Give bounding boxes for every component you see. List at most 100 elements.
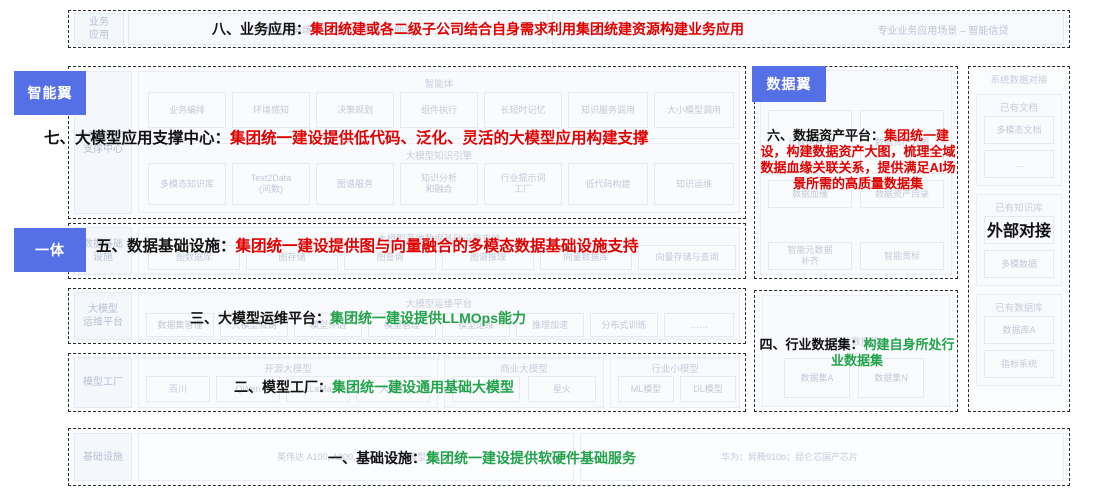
opensource-model-tile-3: 大模型	[356, 376, 430, 402]
business-scene-2: 专业业务应用场景 – 智能信贷	[552, 13, 1064, 45]
data-infra-tile-1: 图存储	[246, 245, 338, 270]
llmops-tile-5: 推理加速	[516, 313, 584, 337]
agent-tile-2: 决策规划	[316, 92, 394, 128]
business-scene-1-label: 通用业务场景 -- 企业内部办公助手	[261, 25, 415, 37]
opensource-model-tile-0: 百川	[146, 376, 210, 402]
annotation-app-support-center-index: 七、	[44, 130, 76, 147]
badge-data-wing: 数据翼	[752, 66, 826, 102]
annotation-data-asset-platform: 六、数据资产平台：集团统一建设，构建数据资产大图，梳理全域数据血缘关联关系，提供…	[758, 128, 958, 191]
annotation-llmops-head: 大模型运维平台：	[218, 310, 330, 326]
annotation-industry-dataset-emphasis: 构建自身所处行业数据集	[830, 337, 955, 368]
annotation-business-app-head: 业务应用：	[240, 21, 310, 37]
annotation-industry-dataset-head: 行业数据集：	[785, 337, 864, 352]
annotation-llmops-index: 三、	[190, 310, 218, 326]
badge-one-body: 一体	[14, 228, 86, 272]
existing-docs-group-title: 已有文档	[999, 103, 1038, 114]
badge-intelligent-wing: 智能翼	[14, 71, 86, 115]
opensource-model-tile-2: LLaMa	[286, 376, 350, 402]
annotation-data-asset-platform-index: 六、	[766, 128, 793, 143]
knowledge-tile-2: 图谱服务	[316, 163, 394, 205]
data-infra-tile-3: 图谱推理	[442, 245, 534, 270]
data-infra-group-title: 大模型落地数据基础设施支持	[377, 234, 501, 245]
annotation-infrastructure-emphasis: 集团统一建设提供软硬件基础服务	[426, 450, 636, 466]
annotation-model-factory-emphasis: 集团统一建设通用基础大模型	[332, 379, 514, 395]
annotation-infrastructure-index: 一、	[328, 450, 356, 466]
llmops-tile-6: 分布式训练	[590, 313, 658, 337]
annotation-business-app: 八、业务应用：集团统建或各二级子公司结合自身需求利用集团统建资源构建业务应用	[212, 21, 744, 38]
annotation-app-support-center-head: 大模型应用支撑中心：	[75, 130, 231, 147]
infrastructure-tile-1: 华为：昇腾910b；昆仑芯国产芯片	[580, 433, 1064, 481]
commercial-model-group-title: 商业大模型	[500, 364, 548, 375]
annotation-data-infra-index: 五、	[96, 238, 128, 255]
opensource-model-tile-1: QWen	[216, 376, 280, 402]
knowledge-tile-6: 知识运维	[654, 163, 734, 205]
industry-small-model-tile-1: DL模型	[680, 376, 736, 402]
agent-group-title: 智能体	[424, 79, 454, 90]
annotation-business-app-index: 八、	[212, 21, 240, 37]
row-label-infrastructure: 基础设施	[74, 433, 132, 481]
agent-tile-6: 大小模型调用	[654, 92, 734, 128]
row-label-business-app: 业务 应用	[74, 13, 124, 45]
knowledge-tile-0: 多模态知识库	[148, 163, 226, 205]
annotation-app-support-center-emphasis: 集团统一建设提供低代码、泛化、灵活的大模型应用构建支撑	[230, 130, 649, 147]
system-docking-title: 系统数据对接	[990, 75, 1048, 86]
data-asset-tile-4: 智能元数据 补齐	[768, 242, 852, 270]
annotation-infrastructure-head: 基础设施：	[356, 450, 426, 466]
data-asset-tile-3: 数据资产目录	[860, 180, 944, 208]
agent-tile-0: 业务编排	[148, 92, 226, 128]
llmops-group-title: 大模型运维平台	[405, 299, 473, 310]
industry-small-model-group-title: 行业小模型	[651, 364, 699, 375]
data-asset-tile-0: 元数据管理	[768, 110, 852, 174]
existing-docs-tile-0: 多模态文档	[984, 116, 1054, 144]
existing-db-tile-1: 指标系统	[984, 350, 1054, 378]
annotation-model-factory-index: 二、	[234, 379, 262, 395]
annotation-data-infra-head: 数据基础设施：	[127, 238, 236, 255]
data-asset-tile-1: 数据资产大图	[860, 110, 944, 174]
data-infra-tile-0: 图数据库	[148, 245, 240, 270]
industry-dataset-tile-0: 数据集A	[784, 358, 850, 398]
annotation-industry-dataset: 四、行业数据集：构建自身所处行业数据集	[758, 337, 956, 369]
agent-tile-1: 环境感知	[232, 92, 310, 128]
llmops-tile-2: 模型评估	[294, 313, 362, 337]
existing-kb-group-title: 已有知识库	[995, 203, 1043, 214]
data-infra-tile-2: 图查询	[344, 245, 436, 270]
data-asset-tile-2: 数据血缘	[768, 180, 852, 208]
row-label-model-factory: 模型工厂	[74, 357, 132, 408]
row-label-llmops: 大模型 运维平台	[74, 292, 132, 340]
business-scene-2-label: 专业业务应用场景 – 智能信贷	[877, 25, 1009, 37]
annotation-data-infra: 五、数据基础设施：集团统一建设提供图与向量融合的多模态数据基础设施支持	[96, 238, 639, 257]
llmops-tile-7: ……	[664, 313, 734, 337]
agent-tile-3: 组件执行	[400, 92, 478, 128]
annotation-model-factory: 二、模型工厂：集团统一建设通用基础大模型	[234, 379, 514, 396]
opensource-model-group-title: 开源大模型	[264, 364, 312, 375]
llmops-tile-1: 大模型微调	[220, 313, 288, 337]
agent-tile-5: 知识服务调用	[568, 92, 648, 128]
data-asset-tile-5: 智能贯标	[860, 242, 944, 270]
data-infra-tile-5: 向量存储与查询	[638, 245, 736, 270]
annotation-app-support-center: 七、大模型应用支撑中心：集团统一建设提供低代码、泛化、灵活的大模型应用构建支撑	[44, 130, 649, 149]
existing-kb-tile-0: 知识库A	[984, 216, 1054, 244]
agent-tile-4: 长短时记忆	[484, 92, 562, 128]
llmops-tile-4: 模型运维	[442, 313, 510, 337]
knowledge-tile-3: 知识分析 和融合	[400, 163, 478, 205]
annotation-business-app-emphasis: 集团统建或各二级子公司结合自身需求利用集团统建资源构建业务应用	[310, 21, 744, 37]
annotation-data-asset-platform-emphasis: 集团统一建设，构建数据资产大图，梳理全域数据血缘关联关系，提供满足AI场景所需的…	[760, 128, 956, 191]
data-infra-tile-4: 向量数据库	[540, 245, 632, 270]
annotation-llmops-emphasis: 集团统一建设提供LLMOps能力	[330, 310, 526, 326]
existing-kb-tile-1: 多模数据	[984, 250, 1054, 278]
industry-dataset-group-title: 行业数据集	[832, 337, 880, 348]
annotation-model-factory-head: 模型工厂：	[262, 379, 332, 395]
annotation-llmops: 三、大模型运维平台：集团统一建设提供LLMOps能力	[190, 310, 526, 327]
existing-db-tile-0: 数据库A	[984, 316, 1054, 344]
infrastructure-tile-0: 英伟达 A100, A800, H100, V100 等型号	[138, 433, 574, 481]
commercial-model-tile-1: 星火	[528, 376, 596, 402]
existing-docs-tile-1: …	[984, 150, 1054, 178]
knowledge-engine-group-title: 大模型知识引擎	[405, 151, 473, 162]
commercial-model-tile-0: 一言	[452, 376, 520, 402]
annotation-external-docking: 外部对接	[986, 223, 1051, 240]
industry-small-model-tile-0: ML模型	[618, 376, 674, 402]
business-scene-1: 通用业务场景 -- 企业内部办公助手	[128, 13, 548, 45]
llmops-tile-3: 模型管理	[368, 313, 436, 337]
knowledge-tile-1: Text2Data (问数)	[232, 163, 310, 205]
